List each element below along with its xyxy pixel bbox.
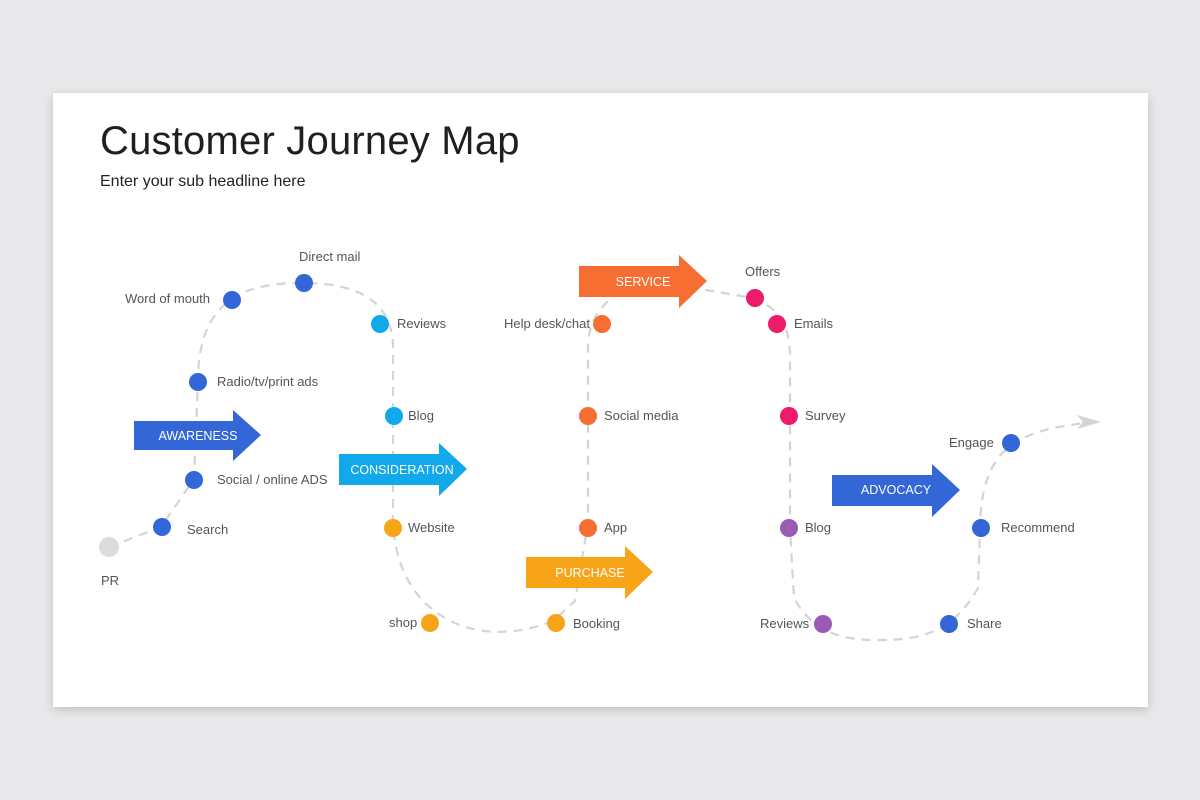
touchpoint-shop-dot bbox=[421, 614, 439, 632]
touchpoint-radio-tv-dot bbox=[189, 373, 207, 391]
touchpoint-app-label: App bbox=[604, 520, 627, 535]
touchpoint-offers-label: Offers bbox=[745, 264, 781, 279]
touchpoint-blog-2-label: Blog bbox=[805, 520, 831, 535]
touchpoint-search-label: Search bbox=[187, 522, 228, 537]
touchpoint-word-of-mouth-label: Word of mouth bbox=[125, 291, 210, 306]
slide: Customer Journey Map Enter your sub head… bbox=[53, 93, 1148, 707]
touchpoint-pr-label: PR bbox=[101, 573, 119, 588]
touchpoint-reviews-dot bbox=[371, 315, 389, 333]
touchpoint-blog-label: Blog bbox=[408, 408, 434, 423]
touchpoint-app-dot bbox=[579, 519, 597, 537]
touchpoint-survey-label: Survey bbox=[805, 408, 846, 423]
touchpoint-reviews-2-dot bbox=[814, 615, 832, 633]
touchpoint-blog-dot bbox=[385, 407, 403, 425]
touchpoint-radio-tv-label: Radio/tv/print ads bbox=[217, 374, 319, 389]
touchpoint-social-media-label: Social media bbox=[604, 408, 679, 423]
touchpoint-shop-label: shop bbox=[389, 615, 417, 630]
touchpoint-emails-label: Emails bbox=[794, 316, 834, 331]
touchpoint-blog-2-dot bbox=[780, 519, 798, 537]
stage-purchase-label: PURCHASE bbox=[555, 566, 624, 580]
stage-consideration: CONSIDERATION bbox=[339, 443, 467, 496]
touchpoint-help-desk-dot bbox=[593, 315, 611, 333]
touchpoint-direct-mail-label: Direct mail bbox=[299, 249, 361, 264]
touchpoint-recommend-dot bbox=[972, 519, 990, 537]
touchpoint-emails-dot bbox=[768, 315, 786, 333]
touchpoint-share-dot bbox=[940, 615, 958, 633]
stage-service: SERVICE bbox=[579, 255, 707, 308]
stage-service-label: SERVICE bbox=[616, 275, 671, 289]
touchpoint-share-label: Share bbox=[967, 616, 1002, 631]
stage-advocacy-label: ADVOCACY bbox=[861, 483, 932, 497]
stage-awareness-label: AWARENESS bbox=[159, 429, 238, 443]
page-subtitle: Enter your sub headline here bbox=[100, 173, 306, 190]
touchpoint-direct-mail-dot bbox=[295, 274, 313, 292]
touchpoint-reviews-2-label: Reviews bbox=[760, 616, 810, 631]
touchpoint-booking-label: Booking bbox=[573, 616, 620, 631]
touchpoint-help-desk-label: Help desk/chat bbox=[504, 316, 590, 331]
touchpoint-engage-dot bbox=[1002, 434, 1020, 452]
touchpoint-recommend-label: Recommend bbox=[1001, 520, 1075, 535]
stage-advocacy: ADVOCACY bbox=[832, 464, 960, 517]
touchpoint-pr-dot bbox=[99, 537, 119, 557]
touchpoint-engage-label: Engage bbox=[949, 435, 994, 450]
touchpoint-social-media-dot bbox=[579, 407, 597, 425]
touchpoint-survey-dot bbox=[780, 407, 798, 425]
touchpoint-offers-dot bbox=[746, 289, 764, 307]
touchpoint-reviews-label: Reviews bbox=[397, 316, 447, 331]
touchpoint-word-of-mouth-dot bbox=[223, 291, 241, 309]
touchpoint-social-ads-label: Social / online ADS bbox=[217, 472, 328, 487]
touchpoint-website-label: Website bbox=[408, 520, 455, 535]
touchpoint-social-ads-dot bbox=[185, 471, 203, 489]
stage-purchase: PURCHASE bbox=[526, 546, 653, 599]
touchpoint-booking-dot bbox=[547, 614, 565, 632]
touchpoint-website-dot bbox=[384, 519, 402, 537]
page-title: Customer Journey Map bbox=[100, 119, 520, 163]
journey-diagram: AWARENESS CONSIDERATION PURCHASE SERVICE… bbox=[99, 249, 1101, 642]
stage-awareness: AWARENESS bbox=[134, 410, 261, 461]
touchpoint-search-dot bbox=[153, 518, 171, 536]
stage-consideration-label: CONSIDERATION bbox=[350, 463, 453, 477]
journey-end-arrow-icon bbox=[1077, 415, 1101, 429]
